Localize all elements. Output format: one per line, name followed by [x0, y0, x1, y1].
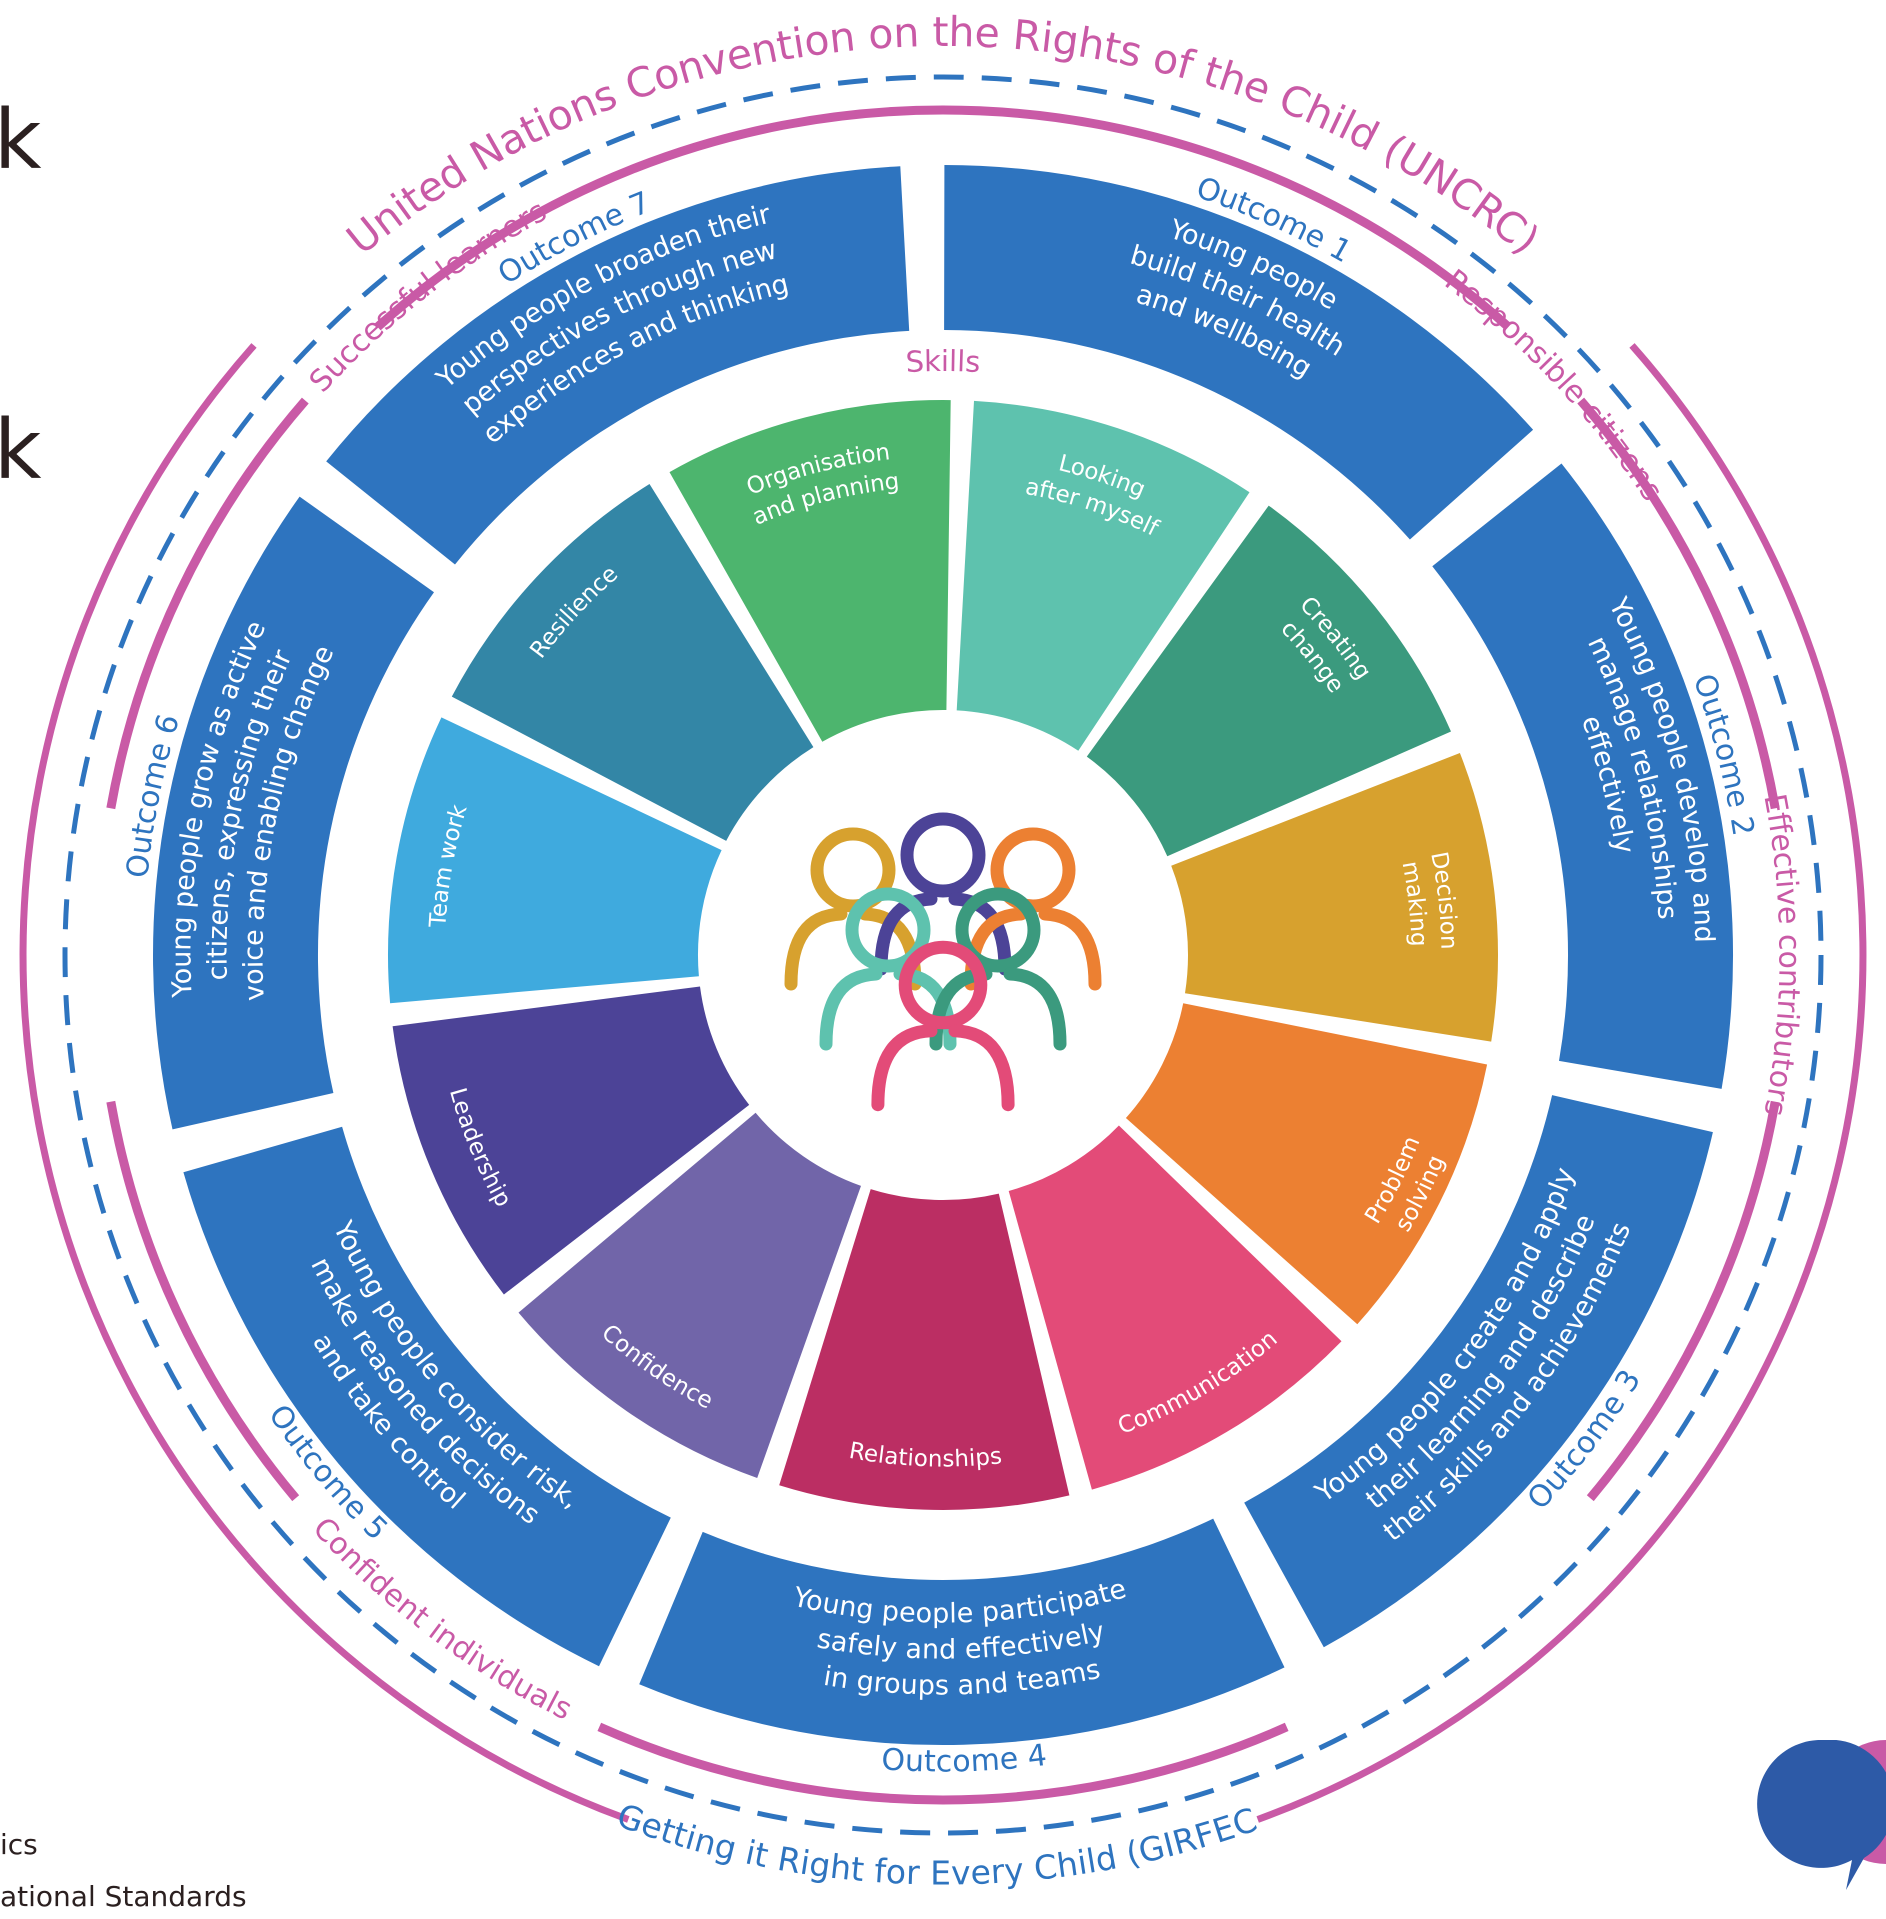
inner-magenta-ring-arc-6: [106, 397, 309, 810]
logo-bubble-blue: [1757, 1740, 1886, 1890]
outcome-segment: [1432, 463, 1734, 1089]
skill-segment: [1008, 1125, 1342, 1490]
cropped-footer-fragment-1: ics: [0, 1828, 38, 1861]
outer-magenta-ring-arc-3: [246, 1556, 630, 1823]
cropped-footer-fragment-2: ational Standards: [0, 1880, 247, 1913]
skill-segment: [779, 1189, 1070, 1511]
inner-magenta-ring-arc-1: [374, 105, 1512, 331]
skill-segment: [669, 400, 951, 742]
dashed-blue-ring: [62, 74, 1824, 1836]
capacity-label-2: Effective contributors: [1756, 791, 1806, 1119]
skill-segment: [451, 484, 814, 841]
skill-10: Resilience: [451, 484, 814, 841]
outcome-segment: [183, 1126, 671, 1667]
skill-segment: [387, 717, 722, 1004]
skill-6: Relationships: [779, 1189, 1070, 1511]
inner-magenta-ring-arc-5: [106, 1100, 300, 1502]
outcome-segment: [153, 496, 434, 1130]
person-icon-front: [871, 940, 1015, 1112]
skills-label: Skills: [905, 344, 981, 379]
skill-segment: [392, 986, 750, 1295]
speech-bubble-logo: [1757, 1740, 1886, 1890]
center-circle: [703, 715, 1183, 1195]
inner-magenta-ring-arc-4: [597, 1722, 1289, 1805]
skill-7: Confidence: [518, 1112, 861, 1478]
outcome-4-label: Outcome 4: [880, 1738, 1048, 1779]
skill-8: Leadership: [392, 986, 750, 1295]
center-hub: [703, 715, 1183, 1195]
outcome-segment: [944, 165, 1534, 540]
outer-rings: [19, 74, 1867, 1836]
outer-magenta-ring-arc-1: [19, 343, 257, 1561]
skill-segment: [1125, 1003, 1488, 1325]
cropped-heading-fragment-2: k: [0, 403, 42, 498]
skill-segment: [1171, 753, 1498, 1042]
outcome-segment: [326, 166, 910, 565]
skill-9: Team work: [387, 717, 722, 1004]
outcome-segment: [639, 1518, 1285, 1746]
skill-segment: [1086, 505, 1451, 857]
cropped-heading-fragment-1: k: [0, 93, 42, 188]
inner-magenta-ring-arc-3: [1586, 1100, 1780, 1502]
skill-segment: [956, 400, 1250, 751]
skill-segment: [518, 1112, 861, 1478]
inner-magenta-ring-arc-2: [1577, 397, 1780, 810]
outer-magenta-ring-arc-2: [1256, 343, 1867, 1823]
outcome-segment: [1244, 1095, 1713, 1648]
